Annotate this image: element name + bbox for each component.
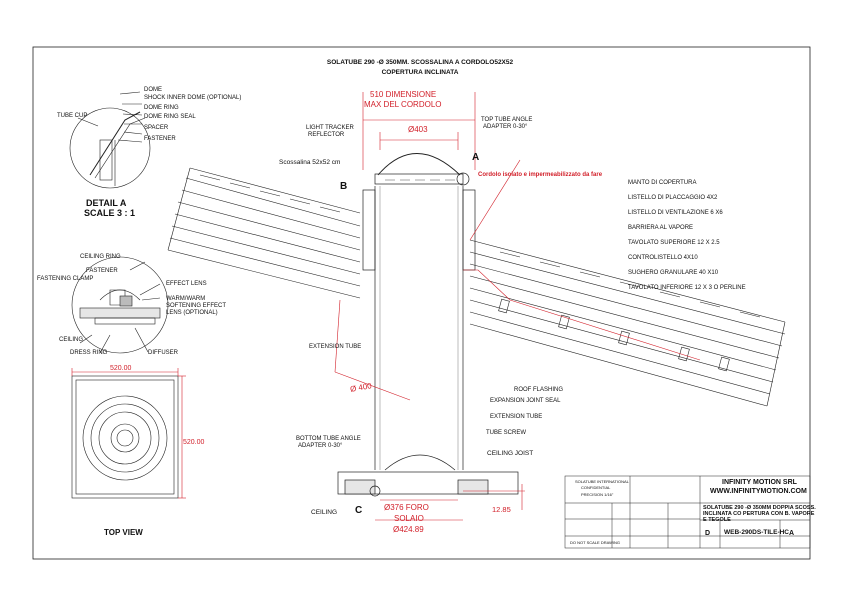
label-bottom-tube-angle-2: ADAPTER 0-30° — [298, 443, 343, 449]
label-warm-lens-3: LENS (OPTIONAL) — [166, 310, 218, 316]
label-ceiling-main: CEILING — [311, 509, 338, 516]
label-tube-screw: TUBE SCREW — [486, 430, 527, 436]
label-light-tracker-1: LIGHT TRACKER — [306, 125, 354, 131]
tb-scale: PRECISION 1/16" — [581, 492, 614, 497]
label-fastening-clamp: FASTENING CLAMP — [37, 276, 94, 282]
label-top-tube-angle-2: ADAPTER 0-30° — [483, 124, 528, 130]
label-cordolo-note: Cordolo isolato e impermeabilizzato da f… — [478, 172, 603, 178]
roof-layer-item: LISTELLO DI VENTILAZIONE 6 X6 — [628, 210, 723, 216]
label-ceiling-joist: CEILING JOIST — [487, 450, 534, 457]
label-warm-lens-1: WARM/WARM — [166, 296, 206, 302]
dim-510-line2: MAX DEL CORDOLO — [364, 100, 442, 109]
top-view-title: TOP VIEW — [104, 528, 143, 537]
roof-layer-item: BARRIERA AL VAPORE — [628, 225, 694, 231]
marker-c: C — [355, 505, 363, 516]
label-roof-flashing: ROOF FLASHING — [514, 387, 564, 393]
marker-a-circle — [456, 172, 470, 186]
roof-layer-item: MANTO DI COPERTURA — [628, 180, 697, 186]
tb-size: D — [705, 530, 711, 537]
label-effect-lens: EFFECT LENS — [166, 281, 207, 287]
label-top-tube-angle-1: TOP TUBE ANGLE — [481, 117, 533, 123]
red-dimensions — [334, 92, 701, 521]
tb-desc-2: INCLINATA CO PERTURA CON B. VAPORE — [703, 511, 815, 517]
roof-section — [167, 167, 786, 407]
label-extension-tube: EXTENSION TUBE — [309, 344, 362, 350]
top-view-dims — [71, 368, 186, 499]
roof-layer-list: MANTO DI COPERTURA LISTELLO DI PLACCAGGI… — [628, 176, 746, 296]
top-view-drawing — [71, 375, 179, 499]
dim-424: Ø424.89 — [393, 525, 424, 534]
label-light-tracker-2: REFLECTOR — [308, 132, 345, 138]
ceiling-detail-drawing — [71, 256, 169, 354]
label-ceiling-ring: CEILING RING — [80, 254, 121, 260]
detail-a-scale: SCALE 3 : 1 — [84, 208, 136, 218]
solatube-tube — [337, 153, 519, 495]
marker-b: B — [340, 181, 348, 192]
roof-layer-item: CONTROLISTELLO 4X10 — [628, 255, 698, 261]
tb-company: INFINITY MOTION SRL — [722, 479, 797, 486]
dim-400: Ø 400 — [349, 381, 373, 394]
label-spacer: SPACER — [144, 125, 169, 131]
label-dome-ring: DOME RING — [144, 105, 179, 111]
dim-376-line2: SOLAIO — [394, 514, 424, 523]
drawing-subtitle: COPERTURA INCLINATA — [382, 69, 459, 76]
marker-c-circle — [369, 485, 381, 497]
detail-a-drawing — [69, 91, 151, 189]
label-diffuser: DIFFUSER — [148, 350, 178, 356]
label-extension-tube-2: EXTENSION TUBE — [490, 414, 543, 420]
label-ceiling-1: CEILING — [59, 337, 84, 343]
roof-layer-item: LISTELLO DI PLACCAGGIO 4X2 — [628, 195, 718, 201]
roof-layer-item: SUGHERO GRANULARE 40 X10 — [628, 270, 719, 276]
dim-403: Ø403 — [408, 125, 428, 134]
roof-layer-item: TAVOLATO SUPERIORE 12 X 2.5 — [628, 240, 720, 246]
label-warm-lens-2: SOFTENING EFFECT — [166, 303, 226, 309]
label-tube-cup: TUBE CUP — [57, 113, 88, 119]
dim-376-line1: Ø376 FORO — [384, 503, 429, 512]
marker-a: A — [472, 152, 480, 163]
detail-a-title: DETAIL A — [86, 198, 127, 208]
label-fastener-2: FASTENER — [86, 268, 118, 274]
label-shock-inner-dome: SHOCK INNER DOME (OPTIONAL) — [144, 95, 242, 101]
tb-small-1: SOLATUBE INTERNATIONAL — [575, 479, 629, 484]
label-fastener: FASTENER — [144, 136, 176, 142]
label-dress-ring: DRESS RING — [70, 350, 108, 356]
label-expansion-joint-seal: EXPANSION JOINT SEAL — [490, 398, 561, 404]
tb-desc-3: E TEGOLE — [703, 517, 731, 523]
dim-510-line1: 510 DIMENSIONE — [370, 90, 437, 99]
label-scossalina: Scossalina 52x52 cm — [279, 159, 341, 166]
tb-drawing-no: WEB-290DS-TILE-HC — [724, 529, 790, 536]
roof-layer-item: TAVOLATO INFERIORE 12 X 3 O PERLINE — [628, 285, 746, 291]
top-view-height-dim: 520.00 — [183, 439, 205, 446]
tb-website: WWW.INFINITYMOTION.COM — [710, 488, 807, 495]
label-dome: DOME — [144, 87, 162, 93]
tb-rev: A — [789, 530, 795, 537]
sheet-border — [32, 46, 811, 560]
tb-inner-note: DO NOT SCALE DRAWING — [570, 540, 621, 545]
title-block — [564, 475, 811, 549]
tb-desc-1: SOLATUBE 290 -Ø 350MM DOPPIA SCOSS. — [703, 505, 816, 511]
top-view-width-dim: 520.00 — [110, 365, 132, 372]
dim-1285: 12.85 — [492, 505, 511, 514]
label-bottom-tube-angle-1: BOTTOM TUBE ANGLE — [296, 436, 361, 442]
drawing-title: SOLATUBE 290 -Ø 350MM. SCOSSALINA A CORD… — [327, 59, 514, 66]
tb-small-2: CONFIDENTIAL — [581, 485, 611, 490]
label-dome-ring-seal: DOME RING SEAL — [144, 114, 196, 120]
